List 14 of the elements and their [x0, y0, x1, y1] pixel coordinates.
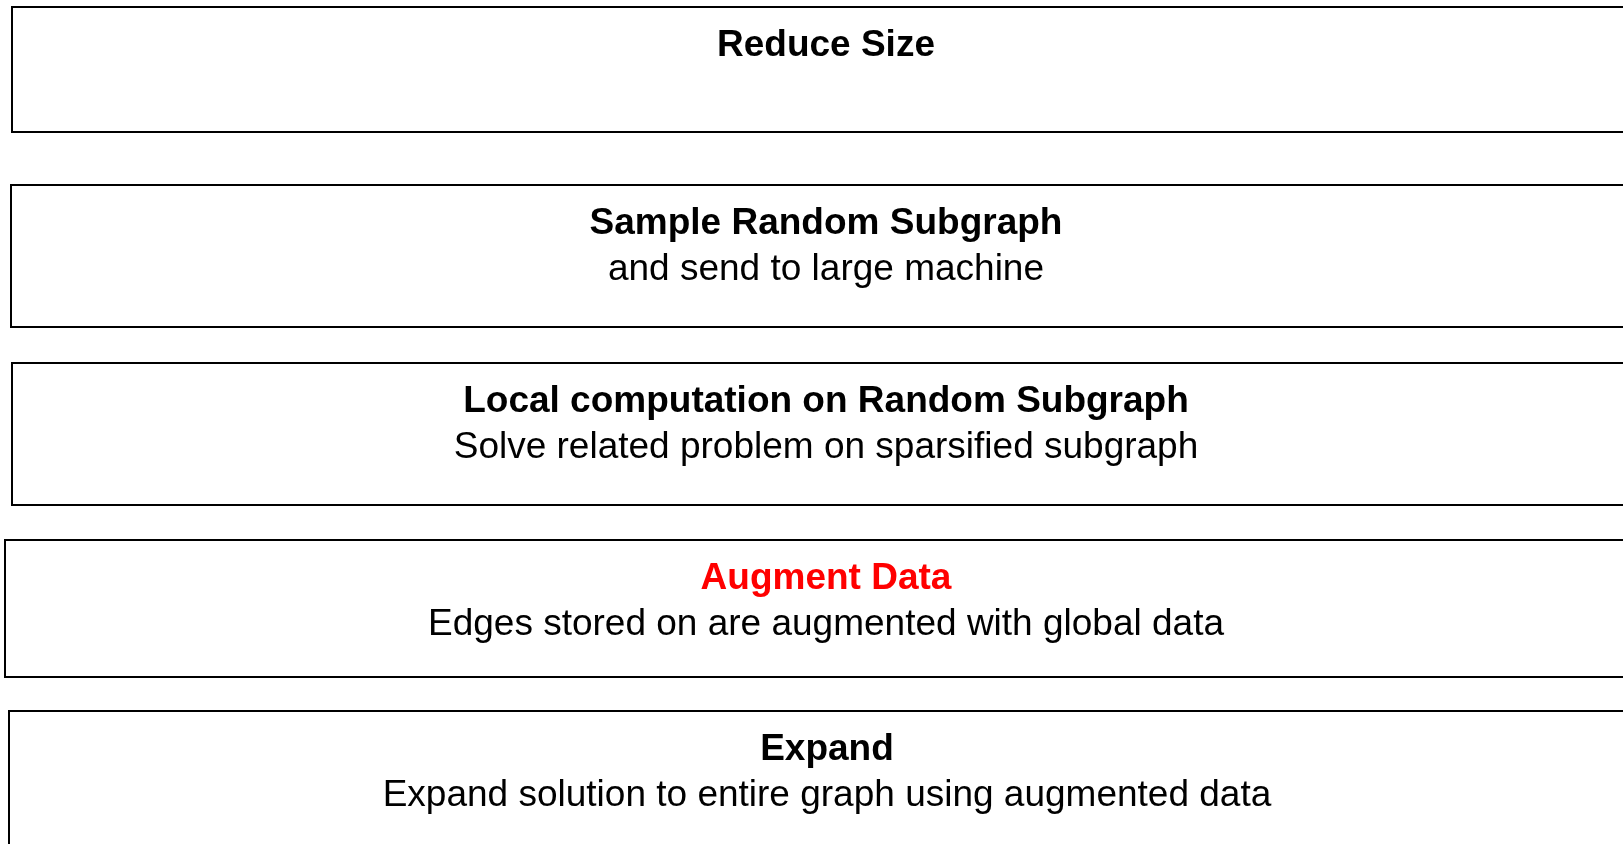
- step-heading: Augment Data: [700, 555, 952, 599]
- process-box: [11, 362, 1623, 506]
- step-description: and send to large machine: [607, 246, 1045, 291]
- process-box: [8, 710, 1623, 844]
- step-heading: Sample Random Subgraph: [589, 200, 1063, 244]
- process-box: [4, 539, 1623, 678]
- step-description: Edges stored on are augmented with global data: [427, 601, 1224, 646]
- step-heading: Expand: [760, 726, 894, 770]
- step-description: Expand solution to entire graph using augmented data: [382, 772, 1272, 817]
- step-description: Solve related problem on sparsified subgraph: [453, 424, 1199, 469]
- process-box: [11, 6, 1623, 133]
- process-box: [10, 184, 1623, 328]
- step-heading: Reduce Size: [717, 22, 935, 66]
- step-heading: Local computation on Random Subgraph: [463, 378, 1189, 422]
